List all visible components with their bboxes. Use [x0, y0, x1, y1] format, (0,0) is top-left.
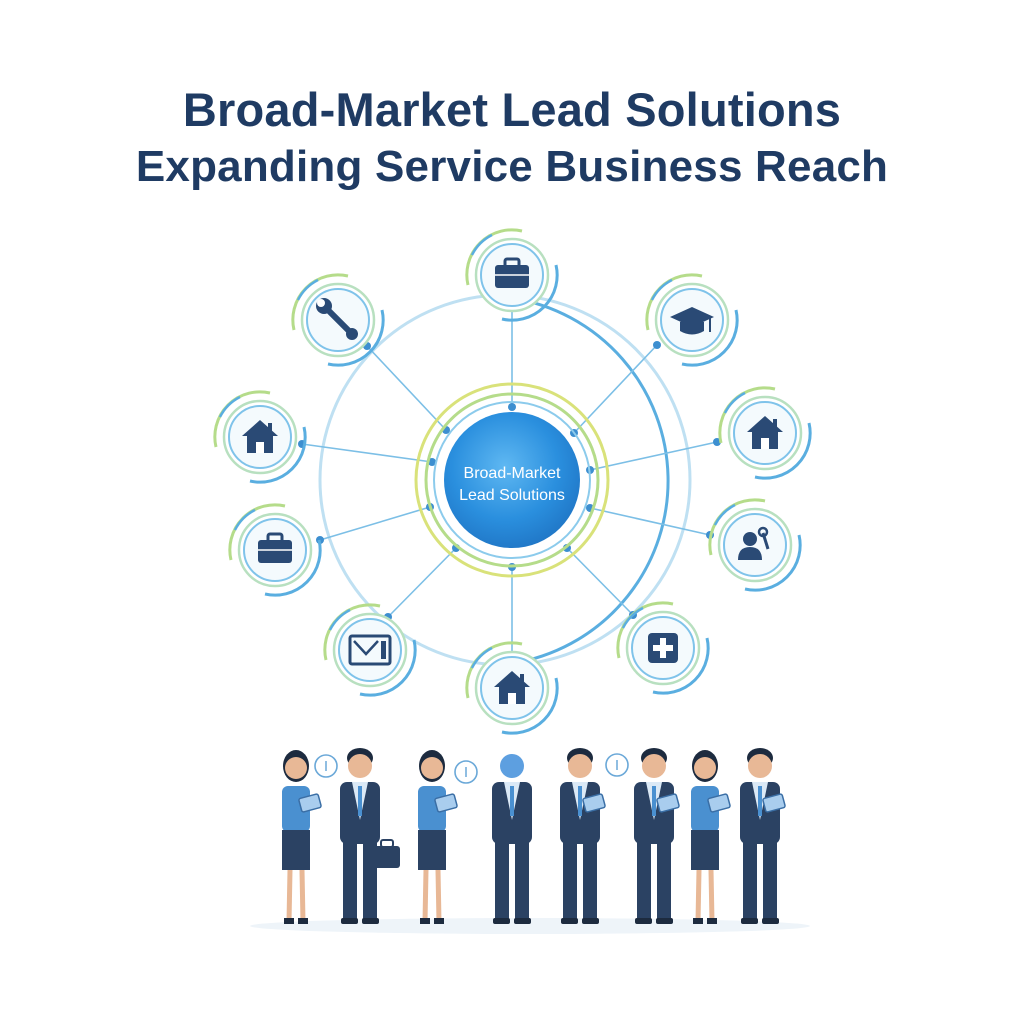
- service-node[interactable]: [465, 228, 559, 322]
- hub-ring-outer: [414, 382, 610, 578]
- service-node[interactable]: [645, 273, 739, 367]
- hub-circle[interactable]: [444, 412, 580, 548]
- speech-bubble-icon: [605, 753, 629, 777]
- spoke-dot: [508, 403, 516, 411]
- briefcase-icon: [495, 257, 529, 288]
- medical-cross-icon: [648, 633, 678, 663]
- house-icon: [494, 671, 530, 704]
- person-figure: [418, 750, 458, 924]
- person-figure: [340, 748, 400, 924]
- briefcase-icon: [258, 532, 292, 563]
- hub-ring-inner: [433, 401, 591, 559]
- graduation-cap-icon: [670, 307, 714, 335]
- envelope-screen-icon: [348, 634, 392, 666]
- spoke-line: [301, 443, 433, 463]
- hub-label-line1: Broad-Market: [464, 465, 561, 482]
- spoke-line: [387, 547, 457, 618]
- spoke-line: [589, 441, 718, 471]
- page-title: Broad-Market Lead Solutions: [182, 83, 842, 136]
- spoke-line: [566, 547, 634, 616]
- service-node[interactable]: [616, 601, 710, 695]
- service-node[interactable]: [213, 390, 307, 484]
- person-figure: [691, 750, 731, 924]
- person-figure: [740, 748, 786, 924]
- service-node[interactable]: [323, 603, 417, 697]
- house-icon: [242, 420, 278, 453]
- person-figure: [492, 754, 532, 924]
- service-node[interactable]: [228, 503, 322, 597]
- spoke-dot: [428, 458, 436, 466]
- hub-ring-middle: [424, 392, 600, 568]
- speech-bubble-icon: [454, 760, 478, 784]
- service-node[interactable]: [718, 386, 812, 480]
- person-figure: [282, 750, 322, 924]
- house-icon: [747, 416, 783, 449]
- worker-wrench-icon: [738, 526, 770, 560]
- outer-ring-arc: [511, 296, 670, 664]
- service-nodes: [213, 228, 812, 735]
- spoke-line: [589, 507, 711, 536]
- spoke-line: [573, 344, 658, 434]
- person-figure: [634, 748, 680, 924]
- person-figure: [560, 748, 606, 924]
- service-node[interactable]: [708, 498, 802, 592]
- service-node[interactable]: [291, 273, 385, 367]
- speech-bubble-icon: [314, 754, 338, 778]
- service-node[interactable]: [465, 641, 559, 735]
- hub-label-line2: Lead Solutions: [459, 487, 565, 504]
- spoke-line: [319, 506, 431, 541]
- wrench-icon: [316, 298, 358, 340]
- spoke-dot: [653, 341, 661, 349]
- spoke-line: [366, 345, 447, 431]
- page-subtitle: Expanding Service Business Reach: [135, 142, 889, 191]
